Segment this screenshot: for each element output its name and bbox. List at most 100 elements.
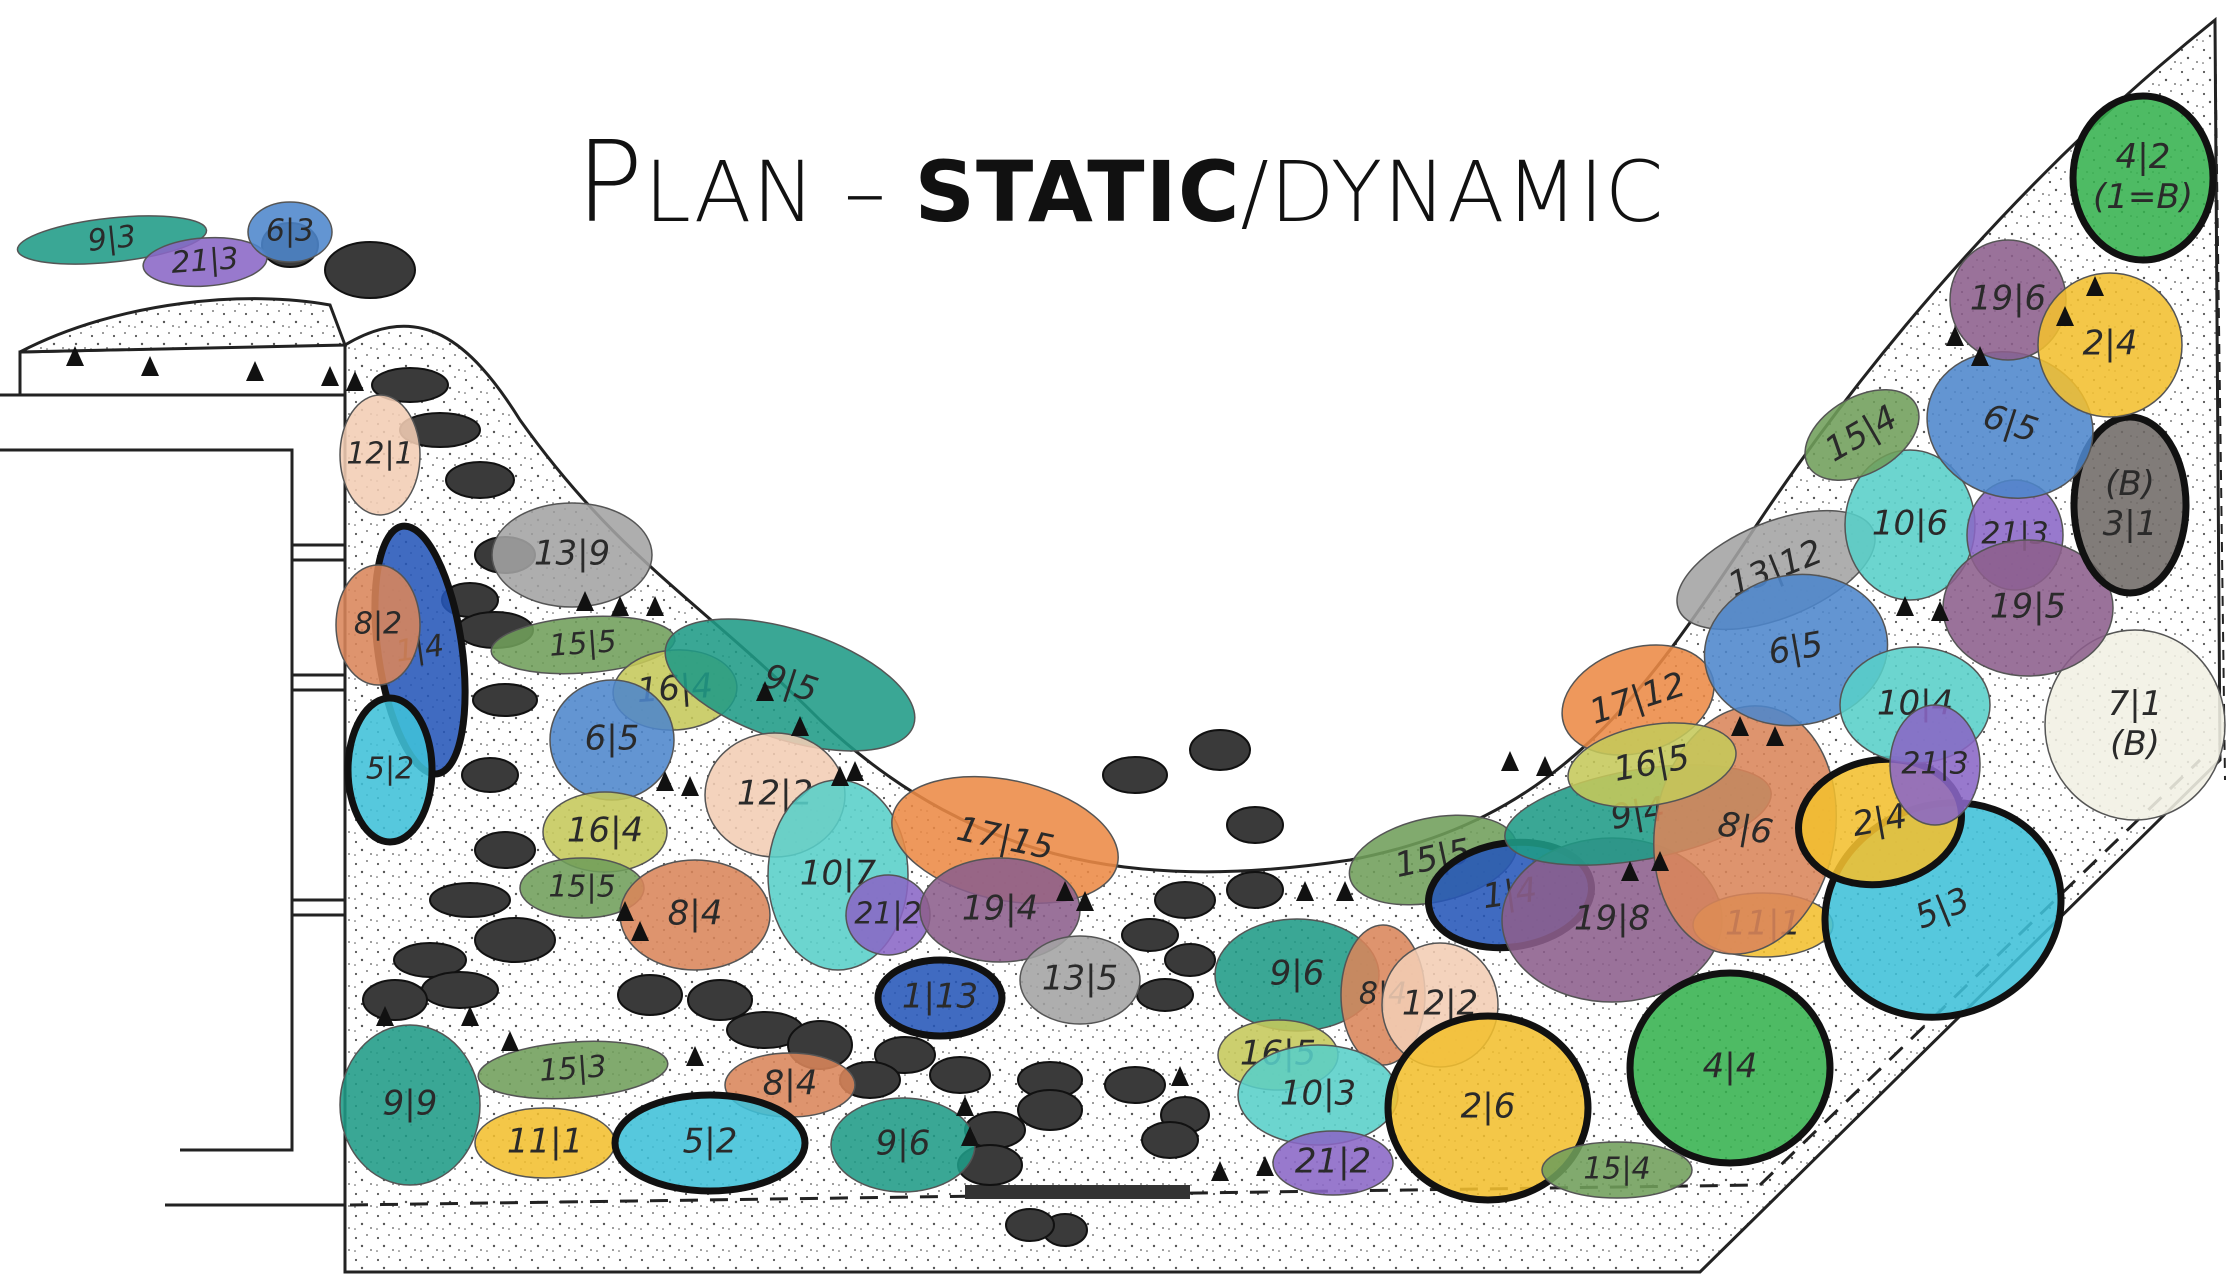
plant-group: 11|1 (474, 1107, 616, 1179)
plant-label: 4|2(1=B) (2093, 137, 2193, 217)
stone (474, 917, 556, 963)
plant-label: 21|2 (1295, 1142, 1371, 1182)
plan-title: PLAN – STATIC/DYNAMIC (0, 118, 2240, 248)
plant-group: 12|1 (339, 394, 421, 516)
plant-group: 15|5 (490, 615, 676, 675)
plant-marker (1946, 326, 1964, 346)
building-outline (0, 343, 347, 1270)
stone (1141, 1121, 1199, 1159)
plant-label: 10|3 (1280, 1074, 1356, 1114)
plant-label: 15|5 (548, 870, 615, 905)
plant-label: 9|3 (86, 219, 138, 259)
plant-label: 2|4 (2083, 324, 2138, 364)
stone (1226, 806, 1284, 844)
plant-area (2044, 629, 2226, 821)
plant-label: 16|4 (567, 811, 643, 851)
plant-label: 8|4 (763, 1064, 818, 1104)
stone (429, 882, 511, 918)
plant-marker (246, 361, 264, 381)
plant-group: 15|5 (519, 857, 645, 919)
plant-area (344, 694, 436, 846)
stone (371, 367, 449, 403)
plant-marker (321, 366, 339, 386)
plant-group: 21|2 (1272, 1130, 1394, 1196)
plant-marker (1296, 881, 1314, 901)
plant-area (2069, 92, 2217, 264)
title-dynamic: /DYNAMIC (1240, 143, 1665, 241)
plant-marker (501, 1031, 519, 1051)
plant-marker (756, 681, 774, 701)
plant-group: 2|6 (1384, 1012, 1592, 1204)
plant-marker (1931, 601, 1949, 621)
plant-label: 21|3 (1901, 747, 1968, 782)
plant-marker (1621, 861, 1639, 881)
plant-label: 10|6 (1872, 504, 1948, 544)
plant-group: 19|4 (919, 857, 1081, 963)
plant-marker (1171, 1066, 1189, 1086)
plant-area (1541, 1141, 1693, 1199)
plant-marker (1651, 851, 1669, 871)
plant-label: 15|3 (538, 1049, 608, 1089)
plant-area (339, 394, 421, 516)
plant-label: 2|6 (1461, 1087, 1516, 1127)
plants-layer: 9|321|36|312|11|48|25|213|915|516|46|59|… (16, 92, 2226, 1204)
plant-marker (346, 371, 364, 391)
plant-group: 15|4 (1541, 1141, 1693, 1199)
plant-marker (1536, 756, 1554, 776)
plant-marker (66, 346, 84, 366)
plant-area (1626, 969, 1834, 1167)
plant-label: 19|6 (1970, 279, 2046, 319)
plant-group: 2|4 (2037, 272, 2183, 418)
plant-group: 9|6 (830, 1097, 976, 1193)
plant-label: 9|6 (876, 1124, 931, 1164)
plant-label: 6|3 (266, 214, 314, 249)
bed-edge-dashed (2214, 19, 2226, 781)
stone (393, 942, 467, 978)
stone (929, 1056, 991, 1094)
plant-area (247, 201, 333, 263)
plant-label: 4|4 (1703, 1047, 1758, 1087)
stone (617, 974, 683, 1016)
plant-marker (646, 596, 664, 616)
stone (1136, 978, 1194, 1012)
title-rest: LAN – (644, 143, 915, 241)
stone (1121, 918, 1179, 952)
plant-label: 12|1 (346, 437, 413, 472)
stone (1017, 1089, 1083, 1131)
plant-area (335, 564, 421, 686)
plant-marker (376, 1006, 394, 1026)
plant-marker (1256, 1156, 1274, 1176)
plant-group: 7|1(B) (2044, 629, 2226, 821)
plant-group: 1|13 (874, 956, 1006, 1040)
title-initial: P (575, 118, 645, 248)
plant-marker (1056, 881, 1074, 901)
plant-marker (631, 921, 649, 941)
plant-label: 2|4 (1849, 796, 1910, 845)
stone (1226, 871, 1284, 909)
plant-label: 7|1(B) (2108, 684, 2163, 764)
plant-label: 6|5 (1765, 624, 1826, 673)
plant-group: 21|3 (142, 236, 268, 288)
plant-area (339, 1024, 481, 1186)
plant-area (1804, 389, 1920, 481)
plant-group: 6|5 (549, 679, 675, 801)
plant-label: 8|6 (1715, 804, 1776, 853)
plant-group: 5|2 (344, 694, 436, 846)
plant-label: 1|13 (902, 977, 978, 1017)
plant-marker (1766, 726, 1784, 746)
plant-group: 9|5 (664, 618, 916, 752)
plant-group: 21|2 (845, 874, 931, 956)
plant-label: 19|5 (1990, 587, 2066, 627)
plant-group: (B)3|1 (2070, 413, 2190, 597)
plant-group: 13|5 (1019, 935, 1141, 1025)
plant-marker (2086, 276, 2104, 296)
stone (421, 971, 499, 1009)
plant-marker (1336, 881, 1354, 901)
plant-label: 21|3 (170, 241, 240, 281)
plant-marker (611, 596, 629, 616)
stone (1005, 1208, 1055, 1242)
stone (474, 831, 536, 869)
plant-label: 9|6 (1270, 954, 1325, 994)
plant-marker (141, 356, 159, 376)
plant-marker (461, 1006, 479, 1026)
